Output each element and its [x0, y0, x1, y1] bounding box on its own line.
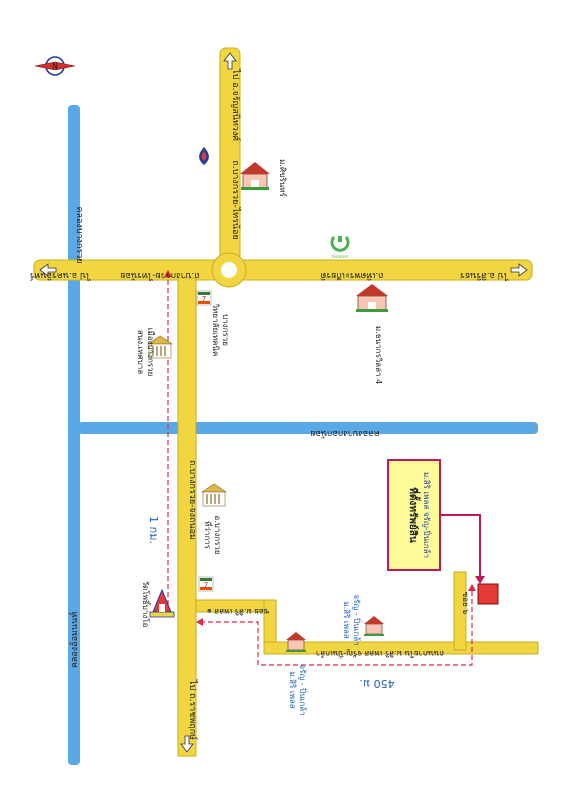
svg-text:7: 7 [204, 581, 208, 589]
roundabout-island [221, 262, 237, 278]
temple-icon [149, 588, 175, 618]
property-callout: ที่ตั้งทรัพย์สิน ม.สิริ เพลส จรัญ-ปิ่นเก… [387, 459, 485, 584]
label-soi: ซอย ม.สิริ เพลส ๑ [207, 607, 269, 616]
road-inner [263, 641, 539, 655]
government-building-icon [147, 335, 173, 359]
dashed-arrowheads [164, 270, 476, 626]
label-inner-road: ถนนภายใน ม.สิริ เพลส จรัญ-ปิ่นเกล้า [316, 649, 444, 660]
label-main-vertical: ถ.บางกรวย-จงถนอม [187, 460, 197, 540]
compass-arrow-icon [34, 61, 76, 71]
target-property-marker [477, 583, 499, 605]
seven-eleven-icon: 7 [198, 576, 214, 592]
road-arrows [39, 52, 528, 753]
road-main-vertical [177, 277, 197, 757]
label-estate-b-line1: ม.สิริ เพลส [342, 601, 351, 638]
label-estate-a-line2: จรัญ - ปิ่นเกล้า [298, 664, 309, 715]
label-temple: วัดโพธิ์บางโอ [141, 581, 152, 628]
landmarks: ม.ศิขรินทร์ Amazon ม.ธนากรวิลล่า 4 7 วิท… [136, 147, 388, 716]
label-main-horizontal: ถ.บางกรวย-ไทรน้อย [120, 270, 199, 281]
distance-horizontal: 450 ม. [359, 677, 394, 690]
label-hospital-line2: เมืองบางกรวย [146, 328, 155, 377]
label-south-end: ไป ถ.ราชพฤกษ์ [187, 679, 199, 740]
label-canal-left-upper: คลองบางกรวย [74, 206, 84, 263]
house-icon [356, 284, 388, 312]
arrow-north-icon [223, 52, 237, 70]
seven-eleven-icon: 7 [196, 290, 212, 306]
label-district-line2: อ.บางกรวย [213, 515, 222, 554]
label-estate-a-line1: ม.สิริ เพลส [288, 671, 297, 708]
distance-vertical: 1 กม. [147, 516, 160, 544]
compass-letter: N [52, 62, 58, 71]
house-icon [364, 616, 384, 636]
label-north-end: ไป อ.จรัญสนิทวงศ์ [230, 68, 242, 141]
label-west-end: ไป อ.นครอินทร์ [29, 270, 91, 282]
arrow-target-head [468, 584, 476, 591]
arrow-up-head [164, 270, 172, 277]
label-canal-horizontal: คลองบางกอกน้อย [310, 428, 380, 439]
label-soi-6: ซอย ๖ [461, 592, 470, 615]
callout-line1: ที่ตั้งทรัพย์สิน [407, 487, 421, 542]
brand-label: Amazon [332, 254, 349, 259]
gas-station-icon [199, 147, 209, 165]
label-east-section: ถ.เทิดพระเกียรติ [320, 270, 383, 281]
label-village2: ม.ธนากรวิลล่า 4 [374, 326, 383, 384]
dashed-soi [200, 588, 473, 666]
arrow-west-icon [39, 263, 57, 277]
label-estate-b-line2: จรัญ - ปิ่นเกล้า [352, 594, 363, 645]
distance-routes [167, 272, 473, 666]
label-canal-left: คลองอ้อมนนท์ [68, 612, 80, 668]
callout-box [387, 459, 441, 571]
label-district-line1: ที่ว่าการ [203, 521, 214, 550]
label-east-end: ไป อ.สิรินธร [460, 270, 509, 281]
canal-horizontal [78, 422, 538, 434]
government-building-icon [201, 483, 227, 507]
label-school-line2: บางกรวย [221, 314, 230, 346]
road-soi-6 [453, 571, 467, 651]
callout-pointer [440, 514, 481, 577]
arrow-east-icon [510, 263, 528, 277]
callout-pointer-head [475, 576, 485, 584]
arrow-south-icon [180, 735, 194, 753]
label-north-vertical: ถ.บางกรวย-ไทรน้อย [230, 160, 241, 239]
road-main-horizontal [33, 259, 533, 281]
svg-text:7: 7 [202, 295, 206, 303]
compass: N [34, 56, 76, 76]
house-icon [286, 632, 306, 652]
label-village1: ม.ศิขรินทร์ [278, 159, 288, 197]
label-school-line1: วิทยาลัยเทคนิค [211, 303, 220, 356]
canal-labels: คลองอ้อมนนท์ คลองบางกรวย คลองบางกอกน้อย [68, 206, 380, 668]
road-labels: ไป อ.นครอินทร์ ถ.บางกรวย-ไทรน้อย ถ.เทิดพ… [29, 68, 509, 740]
label-hospital-line1: สนง.เทศบาล [136, 330, 145, 374]
callout-line2: ม.สิริ เพลส จรัญ-ปิ่นเกล้า [422, 472, 433, 558]
roads [33, 47, 539, 757]
brand-logo-icon: Amazon [330, 236, 350, 259]
house-icon [240, 162, 270, 190]
arrow-left-head [196, 618, 203, 626]
